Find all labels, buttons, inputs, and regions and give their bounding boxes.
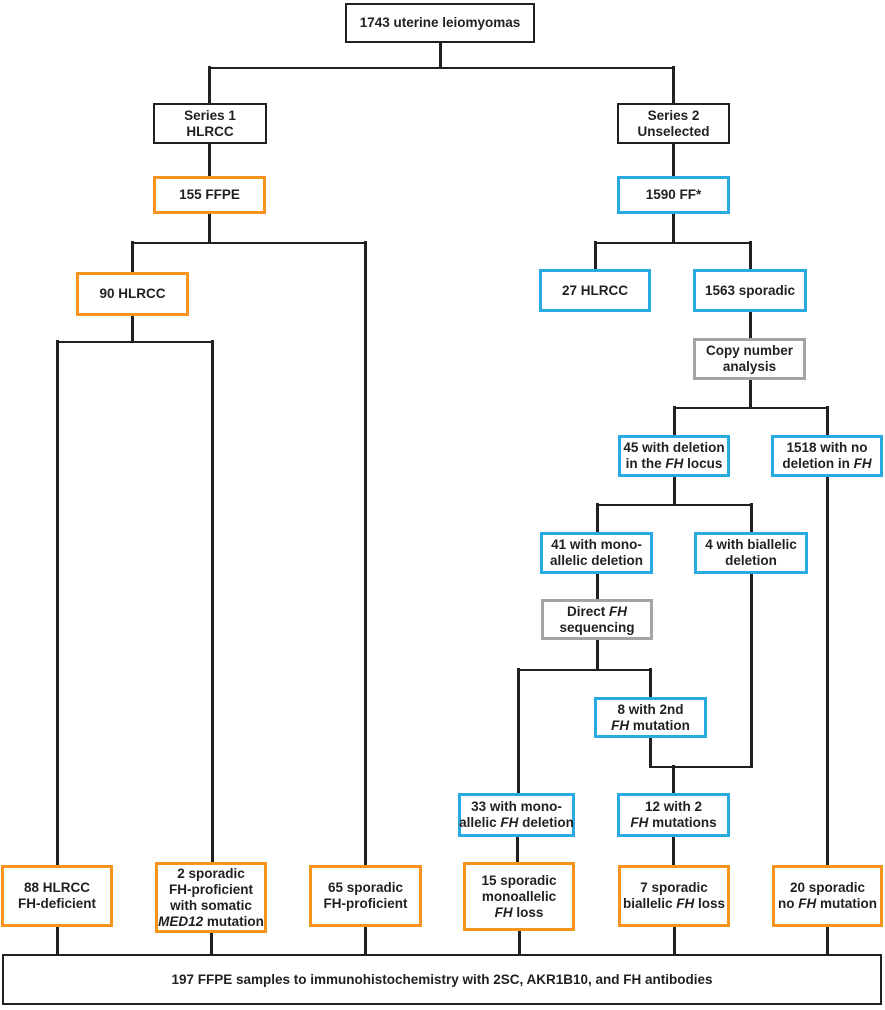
box-90-hlrcc: 90 HLRCC <box>76 272 189 316</box>
connector-line <box>750 503 753 532</box>
node-label: 1563 sporadic <box>704 282 796 298</box>
connector-line <box>672 144 675 176</box>
box-1743-uterine-leiomyomas: 1743 uterine leiomyomas <box>345 3 535 43</box>
connector-line <box>750 574 753 768</box>
box-1590-ff: 1590 FF* <box>617 176 730 214</box>
box-197-ffpe-ihc: 197 FFPE samples to immunohistochemistry… <box>2 954 882 1005</box>
connector-line <box>208 66 211 103</box>
connector-line <box>826 406 829 435</box>
connector-line <box>131 241 134 272</box>
node-label: 90 HLRCC <box>99 286 166 301</box>
node-label: 1743 uterine leiomyomas <box>359 15 521 30</box>
box-1563-sporadic: 1563 sporadic <box>693 269 807 312</box>
connector-line <box>364 927 367 954</box>
connector-line <box>649 765 752 768</box>
connector-line <box>826 477 829 866</box>
connector-line <box>749 312 752 338</box>
connector-line <box>518 930 521 954</box>
node-label: 155 FFPE <box>179 187 240 202</box>
connector-line <box>673 477 676 505</box>
connector-line <box>56 340 213 343</box>
connector-line <box>364 241 367 866</box>
box-155-ffpe: 155 FFPE <box>153 176 266 214</box>
connector-line <box>594 241 597 269</box>
box-41-with-monoallelic-deletion: 41 with mono-allelic deletion <box>540 532 653 574</box>
connector-line <box>596 503 752 506</box>
connector-line <box>439 43 442 68</box>
connector-line <box>517 668 520 793</box>
connector-line <box>649 738 652 767</box>
connector-line <box>517 668 651 671</box>
node-label: 41 with mono-allelic deletion <box>549 537 644 568</box>
connector-line <box>672 837 675 865</box>
box-33-with-monoallelic-fh-deletion: 33 with mono-allelic FH deletion <box>458 793 575 837</box>
connector-line <box>749 380 752 408</box>
connector-line <box>211 340 214 863</box>
connector-line <box>131 241 366 244</box>
connector-line <box>596 503 599 532</box>
connector-line <box>56 927 59 954</box>
connector-line <box>516 837 519 862</box>
connector-line <box>673 927 676 954</box>
node-label: 33 with mono-allelic FH deletion <box>459 799 574 830</box>
connector-line <box>826 927 829 954</box>
node-label: 1590 FF* <box>645 187 702 202</box>
connector-line <box>596 640 599 670</box>
connector-line <box>208 144 211 176</box>
connector-line <box>208 213 211 243</box>
connector-line <box>673 406 828 409</box>
connector-line <box>649 668 652 697</box>
node-label: 27 HLRCC <box>561 282 628 298</box>
connector-line <box>596 574 599 599</box>
node-label: 197 FFPE samples to immunohistochemistry… <box>171 971 713 987</box>
connector-line <box>594 241 751 244</box>
connector-line <box>672 213 675 243</box>
connector-line <box>672 66 675 103</box>
connector-line <box>210 932 213 954</box>
connector-line <box>131 316 134 342</box>
connector-line <box>749 241 752 269</box>
connector-line <box>673 406 676 435</box>
box-27-hlrcc: 27 HLRCC <box>539 269 651 312</box>
connector-line <box>209 66 674 69</box>
connector-line <box>56 340 59 866</box>
connector-line <box>672 765 675 793</box>
